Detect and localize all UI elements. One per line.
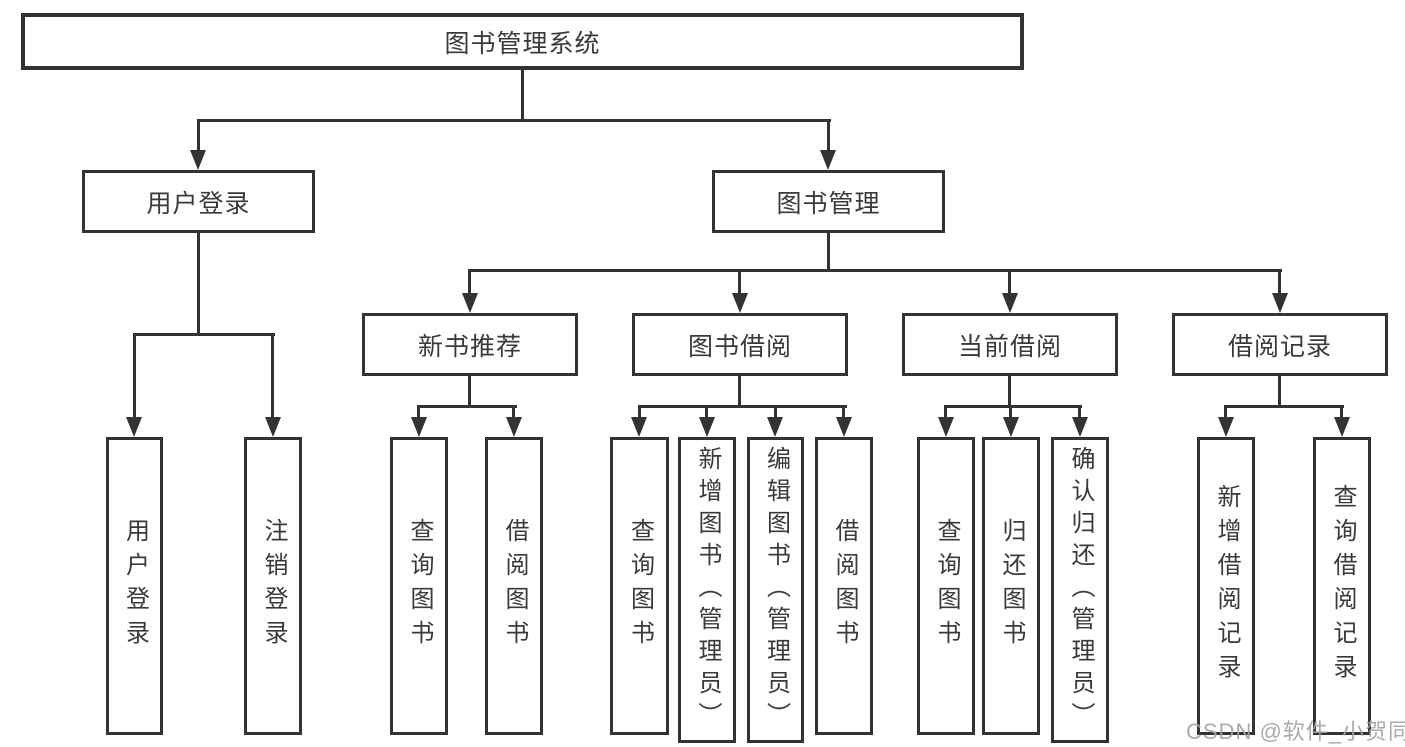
leaf-borrow-book-recommend: 借阅图书 <box>485 437 543 735</box>
arrow-down-icon <box>1003 417 1019 437</box>
connector-line <box>468 269 471 295</box>
leaf-label: 注销登录 <box>260 518 287 654</box>
leaf-add-borrow-record: 新增借阅记录 <box>1197 437 1255 735</box>
leaf-return-book: 归还图书 <box>982 437 1040 735</box>
connector-line <box>842 405 845 419</box>
arrow-down-icon <box>190 150 206 170</box>
leaf-label: 归还图书 <box>998 518 1025 654</box>
connector-line <box>1008 269 1011 295</box>
node-borrow-record: 借阅记录 <box>1172 313 1388 376</box>
connector-line <box>133 333 275 336</box>
connector-line <box>197 233 200 336</box>
connector-line <box>738 376 741 407</box>
connector-line <box>417 405 420 419</box>
arrow-down-icon <box>820 150 836 170</box>
connector-line <box>944 405 1082 408</box>
leaf-label: 查询图书 <box>933 518 960 654</box>
connector-line <box>133 333 136 419</box>
connector-line <box>738 269 741 295</box>
connector-line <box>468 376 471 407</box>
arrow-down-icon <box>462 293 478 313</box>
leaf-query-borrow-record: 查询借阅记录 <box>1313 437 1371 735</box>
leaf-query-book-recommend: 查询图书 <box>390 437 448 735</box>
arrow-down-icon <box>938 417 954 437</box>
arrow-down-icon <box>506 417 522 437</box>
leaf-label: 查询图书 <box>406 518 433 654</box>
connector-line <box>827 233 830 272</box>
leaf-edit-book-admin: 编辑图书（管理员） <box>747 437 804 743</box>
connector-line <box>271 333 274 419</box>
arrow-down-icon <box>126 417 142 437</box>
leaf-confirm-return-admin: 确认归还（管理员） <box>1051 437 1109 743</box>
connector-line <box>705 405 708 419</box>
node-new-book-recommend: 新书推荐 <box>362 313 578 376</box>
connector-line <box>512 405 515 419</box>
leaf-label: 编辑图书（管理员） <box>762 446 790 734</box>
leaf-label: 查询借阅记录 <box>1329 484 1356 688</box>
leaf-label: 用户登录 <box>121 518 149 654</box>
arrow-down-icon <box>1072 417 1088 437</box>
arrow-down-icon <box>631 417 647 437</box>
connector-line <box>1008 376 1011 407</box>
leaf-add-book-admin: 新增图书（管理员） <box>678 437 736 743</box>
connector-line <box>638 405 847 408</box>
connector-line <box>1278 269 1281 295</box>
arrow-down-icon <box>265 417 281 437</box>
arrow-down-icon <box>1334 417 1350 437</box>
leaf-label: 新增借阅记录 <box>1213 484 1240 688</box>
node-book-management: 图书管理 <box>712 170 945 233</box>
connector-line <box>197 119 200 153</box>
leaf-user-login: 用户登录 <box>106 437 163 735</box>
leaf-label: 借阅图书 <box>831 518 858 654</box>
leaf-label: 新增图书（管理员） <box>694 446 721 734</box>
connector-line <box>197 119 831 122</box>
connector-line <box>1340 405 1343 419</box>
node-current-borrow: 当前借阅 <box>902 313 1118 376</box>
arrow-down-icon <box>1218 417 1234 437</box>
csdn-watermark: CSDN @软件_小贺同学 <box>1186 719 1405 744</box>
connector-line <box>521 69 524 122</box>
connector-line <box>1224 405 1227 419</box>
leaf-label: 确认归还（管理员） <box>1067 446 1094 734</box>
node-library-system: 图书管理系统 <box>21 13 1024 70</box>
connector-line <box>1278 376 1281 407</box>
connector-line <box>827 119 830 153</box>
node-user-login: 用户登录 <box>82 170 315 233</box>
leaf-label: 借阅图书 <box>501 518 528 654</box>
arrow-down-icon <box>732 293 748 313</box>
arrow-down-icon <box>1002 293 1018 313</box>
leaf-label: 查询图书 <box>626 518 654 654</box>
arrow-down-icon <box>767 417 783 437</box>
leaf-query-book-current: 查询图书 <box>917 437 975 735</box>
connector-line <box>774 405 777 419</box>
connector-line <box>469 269 1282 272</box>
connector-line <box>1009 405 1012 419</box>
arrow-down-icon <box>836 417 852 437</box>
connector-line <box>944 405 947 419</box>
connector-line <box>1078 405 1081 419</box>
leaf-logout: 注销登录 <box>244 437 302 735</box>
connector-line <box>638 405 641 419</box>
connector-line <box>417 405 517 408</box>
connector-line <box>1224 405 1344 408</box>
leaf-borrow-book: 借阅图书 <box>815 437 873 735</box>
arrow-down-icon <box>1272 293 1288 313</box>
arrow-down-icon <box>411 417 427 437</box>
arrow-down-icon <box>699 417 715 437</box>
node-book-borrow: 图书借阅 <box>632 313 848 376</box>
leaf-query-book-borrow: 查询图书 <box>610 437 669 735</box>
